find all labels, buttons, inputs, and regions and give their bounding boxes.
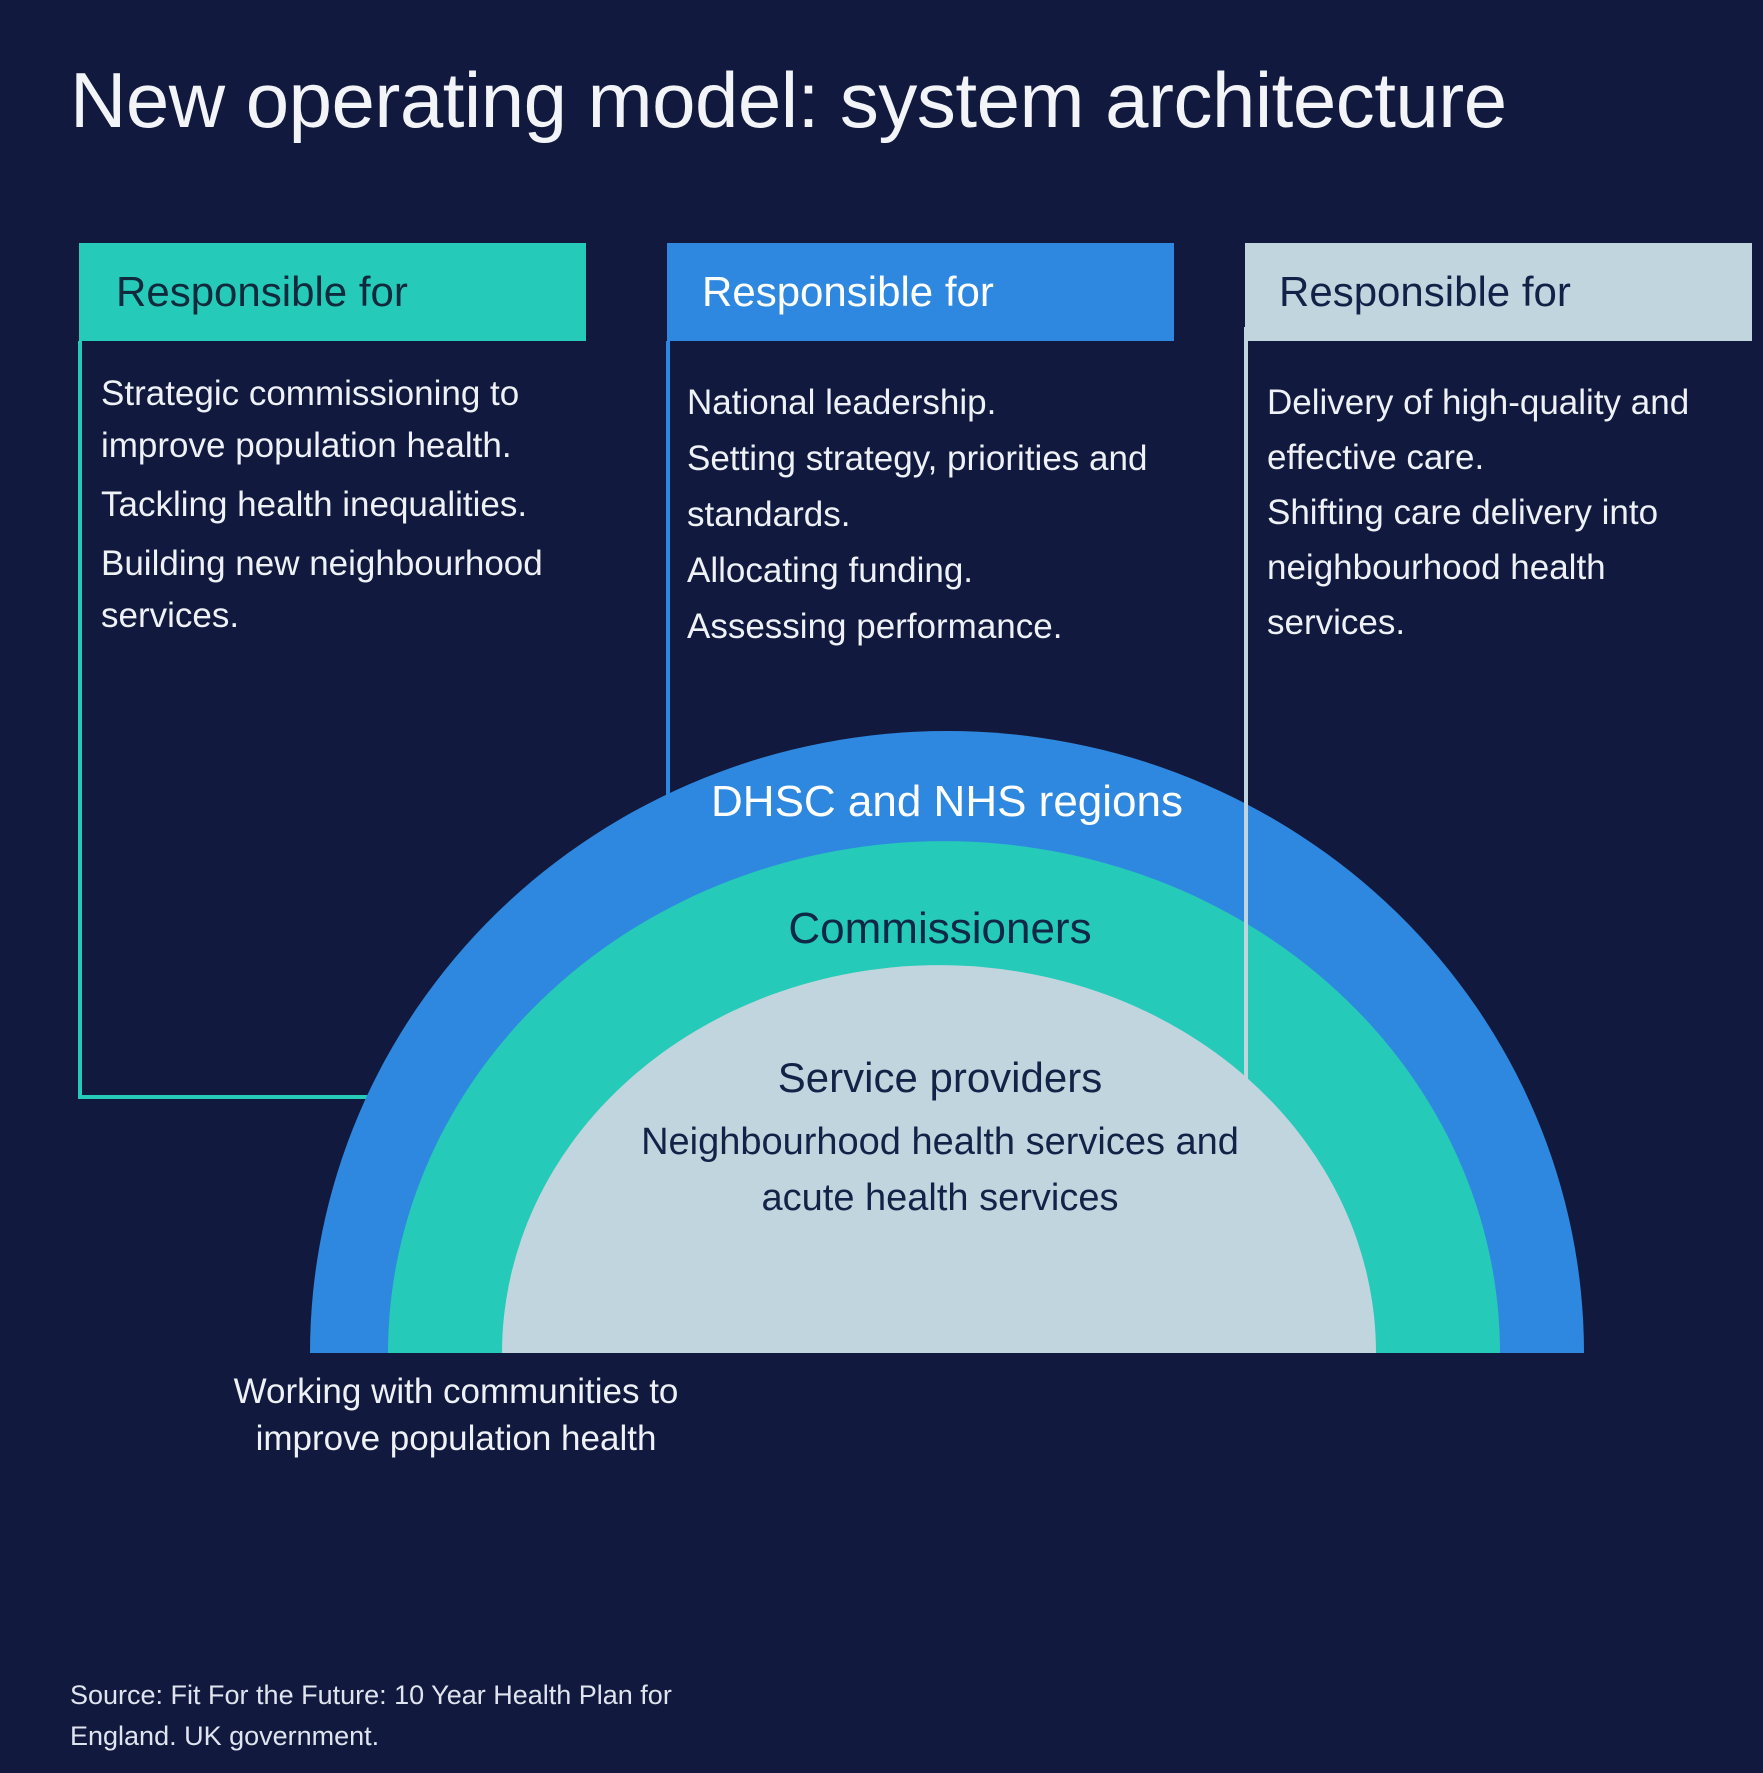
commissioners-responsibility-heading: Responsible for bbox=[79, 243, 586, 341]
source-citation: Source: Fit For the Future: 10 Year Heal… bbox=[70, 1680, 672, 1751]
community-note: Working with communities to improve popu… bbox=[233, 1372, 679, 1458]
dhsc-responsibility-heading: Responsible for bbox=[667, 243, 1174, 341]
responsibility-item: Shifting care delivery into neighbourhoo… bbox=[1267, 493, 1659, 642]
providers-responsibilities: Delivery of high-quality and effective c… bbox=[1267, 375, 1707, 650]
responsibility-item: Strategic commissioning to improve popul… bbox=[101, 374, 520, 465]
responsibility-item: Tackling health inequalities. bbox=[101, 485, 528, 524]
dhsc-and-nhs-regions-label: DHSC and NHS regions bbox=[711, 777, 1183, 826]
responsibility-item: Allocating funding. bbox=[687, 551, 974, 590]
responsibility-item: Assessing performance. bbox=[687, 607, 1063, 646]
commissioners-label: Commissioners bbox=[788, 904, 1092, 953]
page-title: New operating model: system architecture bbox=[70, 56, 1507, 144]
responsibility-item: Delivery of high-quality and effective c… bbox=[1267, 383, 1690, 477]
responsibility-item: Setting strategy, priorities and standar… bbox=[687, 439, 1148, 534]
service-providers-label: Service providers bbox=[777, 1054, 1103, 1101]
responsibility-item: National leadership. bbox=[687, 383, 997, 422]
arc-service-providers bbox=[502, 965, 1376, 1353]
service-providers-description: Neighbourhood health services and acute … bbox=[641, 1121, 1239, 1219]
dhsc-responsibilities: National leadership. Setting strategy, p… bbox=[687, 375, 1157, 655]
responsibility-item: Building new neighbourhood services. bbox=[101, 544, 543, 635]
commissioners-responsibilities: Strategic commissioning to improve popul… bbox=[101, 368, 631, 649]
providers-responsibility-heading: Responsible for bbox=[1245, 243, 1752, 341]
